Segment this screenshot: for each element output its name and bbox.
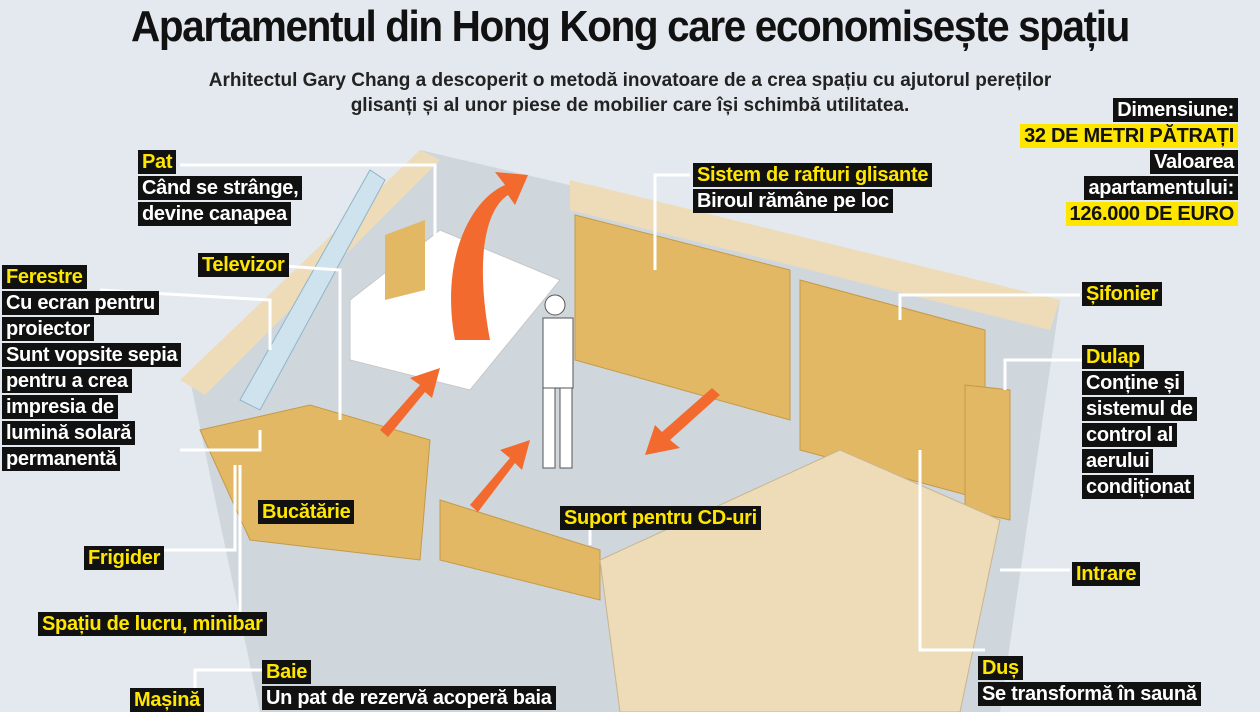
label-text: devine canapea <box>138 202 291 226</box>
label-text: Când se strânge, <box>138 176 303 200</box>
arrow-bed <box>380 368 440 437</box>
label-text: Cu ecran pentru <box>2 291 159 315</box>
page-title: Apartamentul din Hong Kong care economis… <box>130 2 1130 51</box>
label-title: Șifonier <box>1082 282 1163 306</box>
label-text: pentru a crea <box>2 369 132 393</box>
box-shelf <box>385 220 425 300</box>
label-title: Bucătărie <box>258 500 355 524</box>
label-title: Dulap <box>1082 345 1145 369</box>
label-lucru: Spațiu de lucru, minibar <box>38 612 267 636</box>
label-text: proiector <box>2 317 94 341</box>
label-text: Sunt vopsite sepia <box>2 343 182 367</box>
label-title: Duș <box>978 656 1023 680</box>
label-frigider: Frigider <box>84 546 165 570</box>
label-text: aerului <box>1082 449 1154 473</box>
subtitle: Arhitectul Gary Chang a descoperit o met… <box>100 68 1160 118</box>
label-title: Intrare <box>1072 562 1141 586</box>
label-text: condiționat <box>1082 475 1195 499</box>
outer-wall-left <box>180 150 440 395</box>
label-text: control al <box>1082 423 1178 447</box>
label-cd: Suport pentru CD-uri <box>560 506 761 530</box>
value-label: apartamentului: <box>1084 176 1238 200</box>
label-text: lumină solară <box>2 421 136 445</box>
cd-rack <box>439 499 601 601</box>
arrow-shelf <box>645 388 720 455</box>
shelving-system <box>574 214 791 421</box>
apartment-facts: Dimensiune: 32 DE METRI PĂTRAȚI Valoarea… <box>1020 98 1238 226</box>
label-intrare: Intrare <box>1072 562 1141 586</box>
label-masina: Mașină <box>130 688 205 712</box>
label-ferestre: Ferestre Cu ecran pentru proiector Sunt … <box>2 265 182 471</box>
label-text: Un pat de rezervă acoperă baia <box>262 686 556 710</box>
label-text: Biroul rămâne pe loc <box>693 189 893 213</box>
label-title: Sistem de rafturi glisante <box>693 163 933 187</box>
dimension-label: Dimensiune: <box>1113 98 1238 122</box>
label-text: sistemul de <box>1082 397 1197 421</box>
label-title: Televizor <box>198 253 289 277</box>
cupboard <box>964 384 1011 521</box>
label-title: Mașină <box>130 688 205 712</box>
label-text: Conține și <box>1082 371 1184 395</box>
dimension-value: 32 DE METRI PĂTRAȚI <box>1020 124 1238 148</box>
value-label: Valoarea <box>1150 150 1238 174</box>
label-dus: Duș Se transformă în saună <box>978 656 1201 706</box>
label-title: Ferestre <box>2 265 87 289</box>
label-bucatarie: Bucătărie <box>258 500 355 524</box>
label-text: permanentă <box>2 447 121 471</box>
label-title: Pat <box>138 150 177 174</box>
window-frame <box>239 169 386 411</box>
label-dulap: Dulap Conține și sistemul de control al … <box>1082 345 1197 499</box>
label-baie: Baie Un pat de rezervă acoperă baia <box>262 660 556 710</box>
leader-lines <box>99 163 1085 710</box>
label-pat: Pat Când se strânge, devine canapea <box>138 150 303 226</box>
value-amount: 126.000 DE EURO <box>1065 202 1238 226</box>
label-sifonier: Șifonier <box>1082 282 1163 306</box>
subtitle-line: glisanți și al unor piese de mobilier ca… <box>350 95 910 116</box>
label-title: Spațiu de lucru, minibar <box>38 612 267 636</box>
label-televizor: Televizor <box>198 253 289 277</box>
person-figure <box>542 294 574 469</box>
kitchen-unit <box>199 404 431 561</box>
label-title: Suport pentru CD-uri <box>560 506 761 530</box>
label-rafturi: Sistem de rafturi glisante Biroul rămâne… <box>693 163 933 213</box>
arrow-cd <box>470 440 530 512</box>
label-title: Baie <box>262 660 312 684</box>
rotate-arrow <box>451 172 528 340</box>
label-text: Se transformă în saună <box>978 682 1201 706</box>
label-text: impresia de <box>2 395 118 419</box>
subtitle-line: Arhitectul Gary Chang a descoperit o met… <box>208 70 1052 91</box>
label-title: Frigider <box>84 546 165 570</box>
outer-wall-right <box>570 180 1060 330</box>
